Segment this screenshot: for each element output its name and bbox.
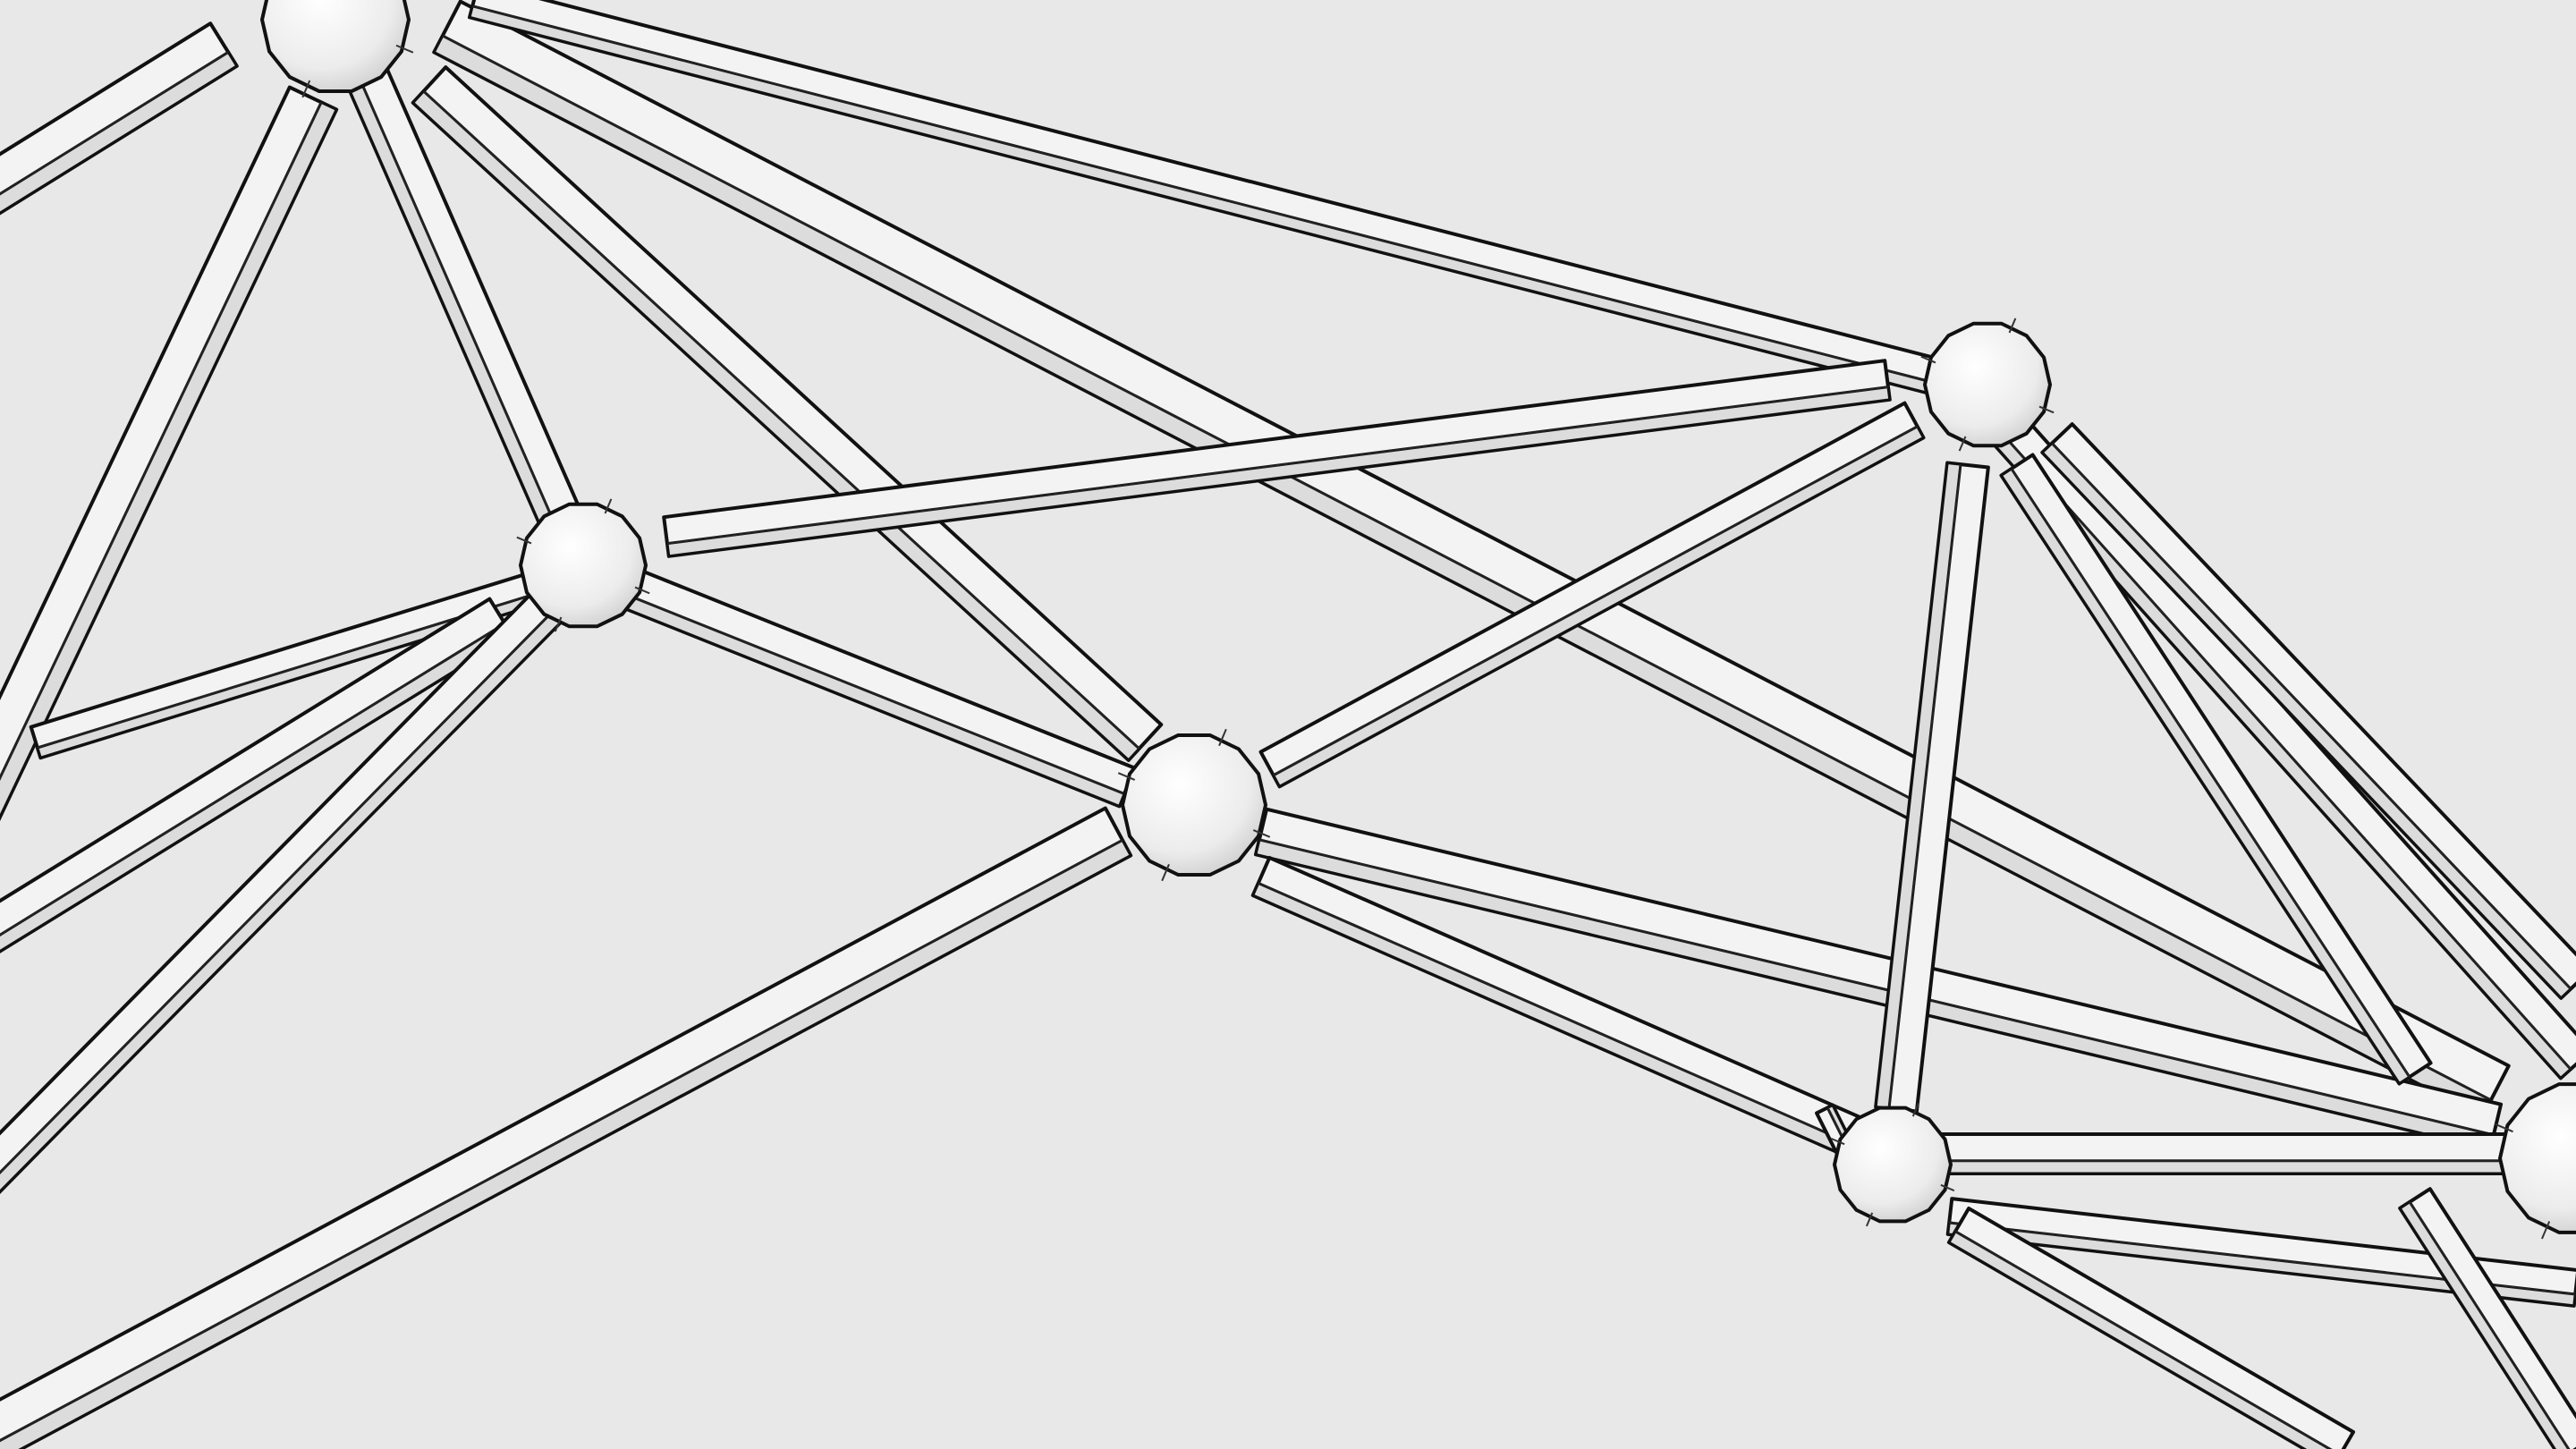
strut-8 — [411, 65, 1164, 763]
node-a — [259, 0, 414, 98]
node-c — [1117, 728, 1271, 882]
strut-21 — [1945, 1197, 2576, 1308]
strut-23 — [2398, 1187, 2576, 1449]
strut-2 — [0, 85, 339, 822]
strut-6 — [0, 806, 1133, 1449]
strut-22 — [1946, 1206, 2356, 1449]
node-f — [2495, 1082, 2576, 1240]
strut-4 — [0, 597, 514, 953]
strut-20 — [1912, 1132, 2524, 1175]
strut-19 — [2040, 422, 2576, 1000]
nodes-layer — [259, 0, 2576, 1240]
strut-9 — [432, 0, 2511, 1119]
strut-13 — [1258, 401, 1926, 789]
node-e — [1830, 1102, 1955, 1227]
strut-10 — [468, 0, 1938, 395]
strut-11 — [662, 359, 1892, 558]
node-d — [1920, 318, 2055, 452]
strut-1 — [0, 21, 239, 216]
node-b — [516, 498, 650, 632]
strut-18 — [1999, 453, 2433, 1086]
